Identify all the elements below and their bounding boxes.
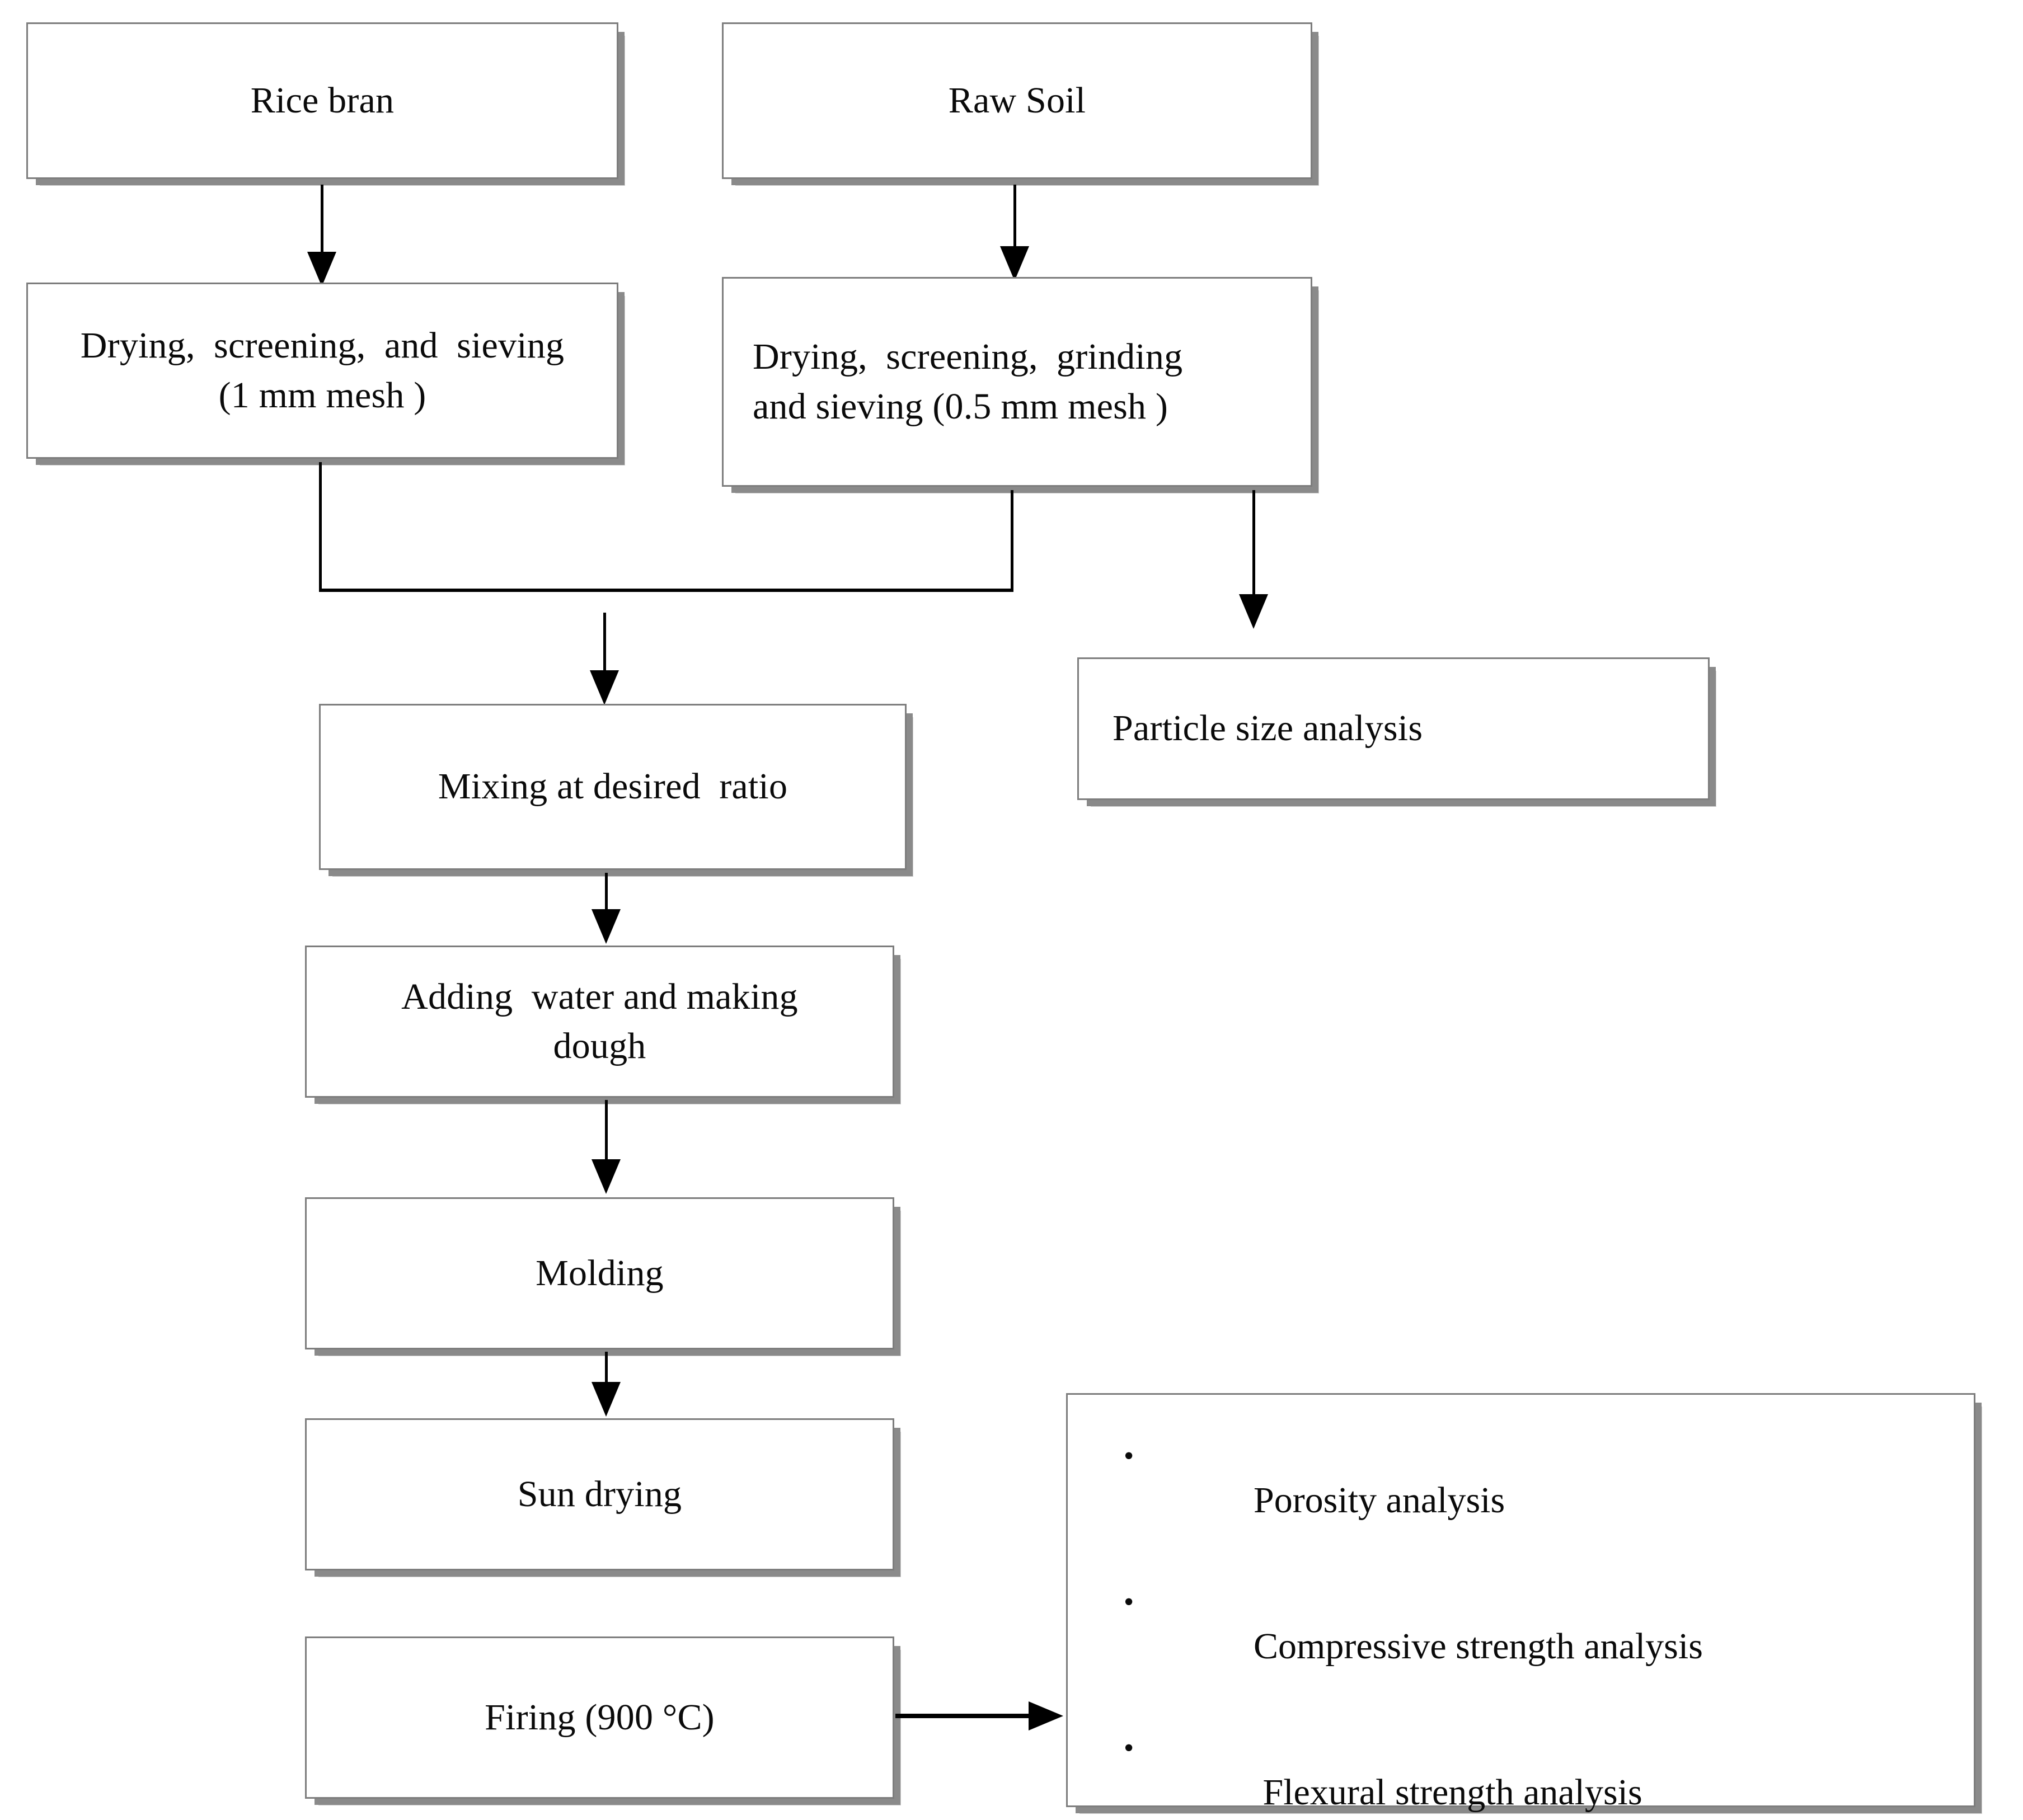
- connector-molding-to-sun-drying: [605, 1352, 608, 1391]
- arrowhead-rice-bran-to-prep: [307, 252, 336, 286]
- list-item-compressive-strength-label: Compressive strength analysis: [1254, 1626, 1703, 1667]
- node-adding-water[interactable]: Adding water and making dough: [305, 946, 894, 1098]
- connector-firing-to-analysis: [895, 1714, 1032, 1718]
- node-raw-soil-prep[interactable]: Drying, screening, grinding and sieving …: [722, 277, 1312, 487]
- list-item-porosity-label: Porosity analysis: [1254, 1480, 1505, 1521]
- node-mixing-label: Mixing at desired ratio: [438, 766, 788, 807]
- node-raw-soil-prep-label: Drying, screening, grinding and sieving …: [753, 336, 1183, 427]
- arrowhead-firing-to-analysis: [1029, 1701, 1063, 1730]
- node-molding-label: Molding: [536, 1252, 664, 1294]
- node-sun-drying-label: Sun drying: [517, 1473, 682, 1515]
- connector-merge-horizontal: [319, 589, 1013, 592]
- arrowhead-molding-to-sun-drying: [592, 1382, 621, 1417]
- arrowhead-merge-to-mixing: [590, 670, 619, 705]
- connector-raw-soil-to-prep: [1013, 185, 1016, 260]
- connector-soil-prep-down: [1011, 490, 1013, 592]
- connector-adding-water-to-molding: [605, 1100, 608, 1167]
- arrowhead-adding-water-to-molding: [592, 1159, 621, 1194]
- connector-rice-prep-down: [319, 462, 322, 592]
- node-firing[interactable]: Firing (900 °C): [305, 1636, 894, 1799]
- node-sun-drying[interactable]: Sun drying: [305, 1418, 894, 1570]
- connector-merge-to-mixing: [603, 613, 606, 683]
- node-rice-bran[interactable]: Rice bran: [26, 22, 618, 179]
- arrowhead-raw-soil-to-prep: [1000, 246, 1029, 281]
- list-item-flexural-strength-label: Flexural strength analysis: [1254, 1772, 1642, 1813]
- node-mixing[interactable]: Mixing at desired ratio: [319, 704, 907, 870]
- node-molding[interactable]: Molding: [305, 1197, 894, 1349]
- list-item-compressive-strength[interactable]: Compressive strength analysis: [1118, 1588, 1951, 1702]
- node-raw-soil-label: Raw Soil: [948, 79, 1086, 121]
- node-adding-water-label: Adding water and making dough: [401, 976, 798, 1066]
- node-particle-size-analysis[interactable]: Particle size analysis: [1077, 657, 1710, 800]
- node-rice-bran-label: Rice bran: [250, 79, 395, 121]
- analysis-list: Porosity analysis Compressive strength a…: [1118, 1442, 1951, 1820]
- list-item-flexural-strength[interactable]: Flexural strength analysis: [1118, 1734, 1951, 1820]
- node-particle-size-analysis-label: Particle size analysis: [1113, 708, 1423, 749]
- list-item-porosity[interactable]: Porosity analysis: [1118, 1442, 1951, 1556]
- arrowhead-mixing-to-adding-water: [592, 909, 621, 944]
- connector-soil-prep-to-particle-size: [1252, 490, 1255, 605]
- connector-mixing-to-adding-water: [605, 873, 608, 916]
- node-firing-label: Firing (900 °C): [485, 1696, 715, 1738]
- arrowhead-soil-prep-to-particle-size: [1239, 594, 1268, 629]
- node-raw-soil[interactable]: Raw Soil: [722, 22, 1312, 179]
- analysis-list-box[interactable]: Porosity analysis Compressive strength a…: [1066, 1393, 1975, 1811]
- connector-rice-bran-to-prep: [321, 185, 323, 266]
- node-rice-bran-prep-label: Drying, screening, and sieving (1 mm mes…: [80, 325, 565, 416]
- node-rice-bran-prep[interactable]: Drying, screening, and sieving (1 mm mes…: [26, 283, 618, 459]
